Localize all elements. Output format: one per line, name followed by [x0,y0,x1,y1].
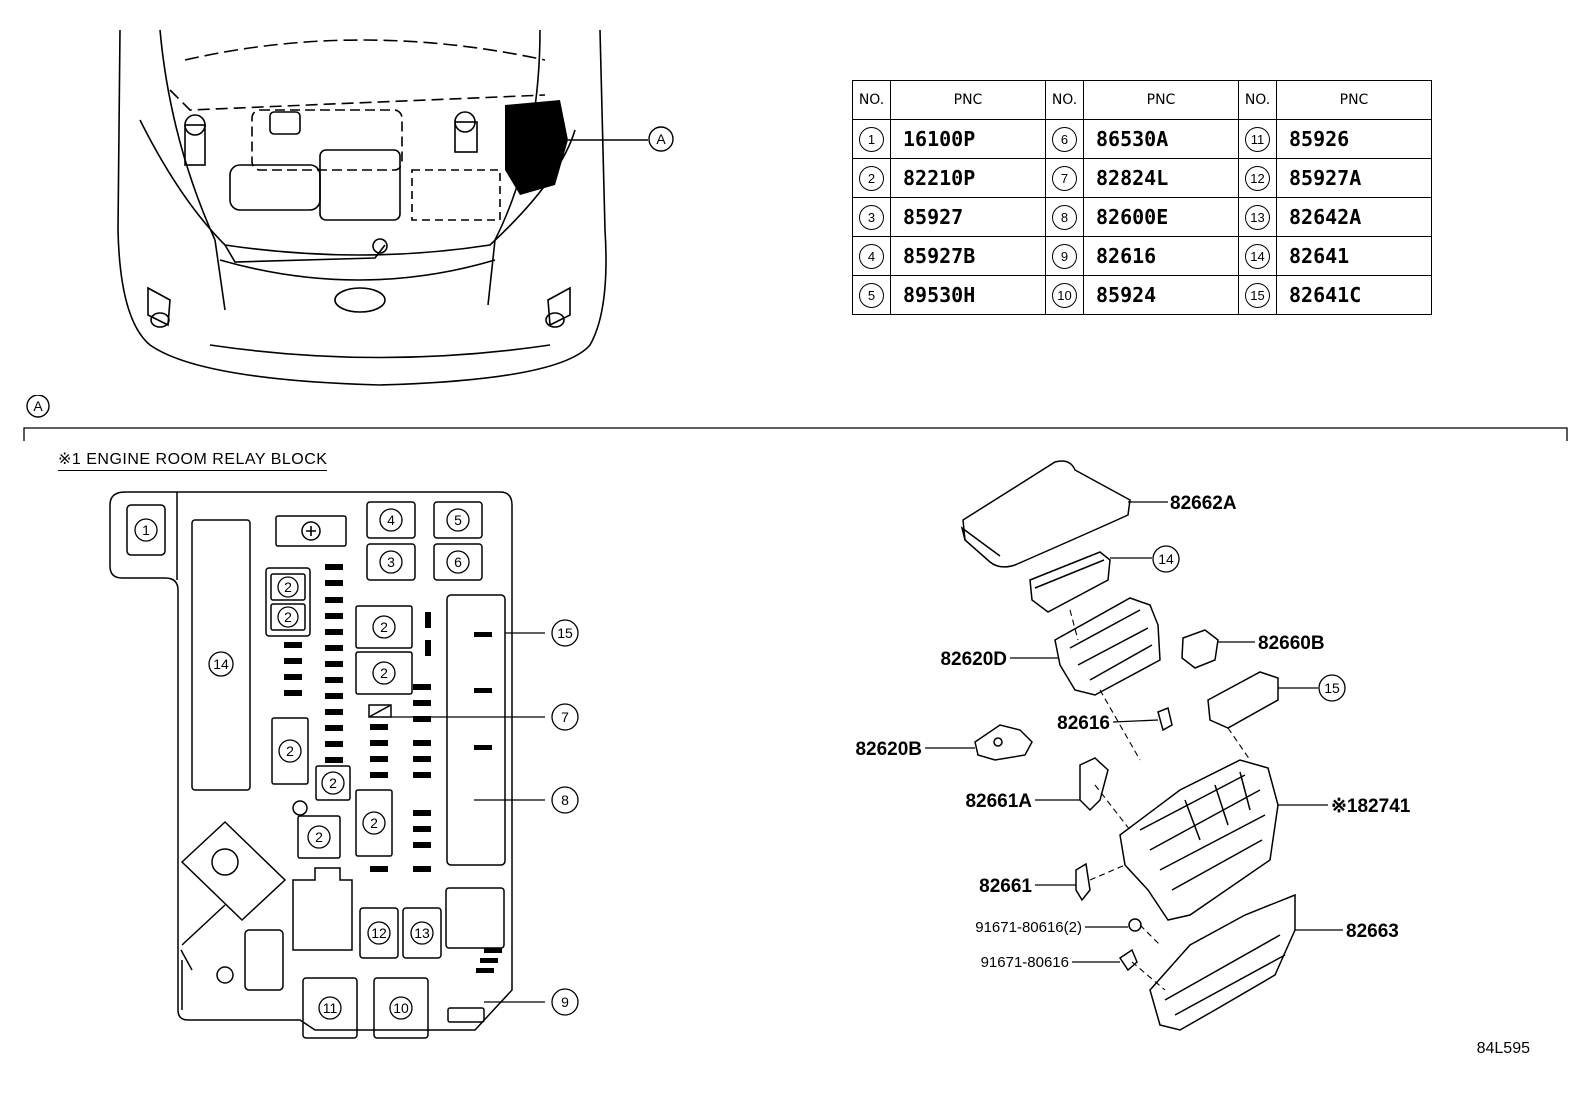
part-number: 86530A [1083,119,1239,159]
row-number: 7 [1052,165,1077,191]
callout-2: 2 [370,815,378,831]
header-no: NO. [1238,80,1277,120]
callout-14-exploded: 14 [1158,551,1174,567]
table-row: 3 85927 8 82600E 13 82642A [852,197,1432,237]
exploded-view: 14 15 82662A 82620D 82660B 82616 82620B … [855,460,1411,1031]
row-number: 5 [859,282,884,308]
vehicle-front-view: A [117,29,674,386]
callout-9: 9 [561,994,569,1010]
part-number: 85927B [890,236,1046,276]
header-pnc: PNC [1276,80,1432,120]
callout-2: 2 [329,775,337,791]
row-number: 2 [859,165,884,191]
header-pnc: PNC [890,80,1046,120]
frame-part [1054,597,1161,696]
table-row: 4 85927B 9 82616 14 82641 [852,236,1432,276]
row-number: 14 [1245,243,1270,269]
callout-13: 13 [414,925,430,941]
callout-11: 11 [323,1000,338,1016]
label-bracket-a: 82661A [965,791,1032,812]
callout-2: 2 [380,665,388,681]
table-row: 2 82210P 7 82824L 12 85927A [852,158,1432,198]
callout-14: 14 [213,656,229,672]
label-clip: 82616 [1057,713,1110,734]
relay-block-part [1119,759,1279,921]
lower-cover-part [1149,893,1296,1031]
cover-part [962,460,1131,568]
table-row: 5 89530H 10 85924 15 82641C [852,275,1432,315]
row-number: 3 [859,204,884,230]
header-pnc: PNC [1083,80,1239,120]
relay-block-location [505,100,568,195]
row-number: 1 [859,126,884,152]
part-number: 85927 [890,197,1046,237]
callout-2: 2 [284,609,292,625]
row-number: 13 [1245,204,1270,230]
callout-2: 2 [315,829,323,845]
row-number: 10 [1052,282,1077,308]
part-number: 85924 [1083,275,1239,315]
clip-part [1157,706,1173,732]
view-marker-a: A [656,131,666,147]
header-no: NO. [852,80,891,120]
block-title: ※1 ENGINE ROOM RELAY BLOCK [58,449,328,471]
callout-8: 8 [561,792,569,808]
callout-12: 12 [371,925,387,941]
row-number: 15 [1245,282,1270,308]
table-header-row: NO. PNC NO. PNC NO. PNC [852,80,1432,120]
part-number: 82824L [1083,158,1239,198]
callout-1: 1 [142,522,150,538]
part-number: 82642A [1276,197,1432,237]
label-bolt-2: 91671-80616(2) [975,919,1082,936]
callout-7: 7 [561,709,569,725]
part-number: 82641 [1276,236,1432,276]
fuse-module-15 [1207,671,1279,729]
section-marker-a: A [33,398,43,414]
part-number: 89530H [890,275,1046,315]
label-frame: 82620D [940,649,1007,670]
table-row: 1 16100P 6 86530A 11 85926 [852,119,1432,159]
callout-4: 4 [387,512,395,528]
connector-part [974,724,1033,761]
part-number: 85926 [1276,119,1432,159]
callout-15: 15 [557,625,573,641]
row-number: 8 [1052,204,1077,230]
label-bracket: 82661 [979,876,1032,897]
header-no: NO. [1045,80,1084,120]
bracket-part [1075,862,1091,902]
parts-table: NO. PNC NO. PNC NO. PNC 1 16100P 6 86530… [852,80,1432,315]
row-number: 12 [1245,165,1270,191]
callout-2: 2 [284,579,292,595]
relay-block-top-view: 1 14 4 5 3 6 2 2 2 2 2 2 2 2 12 13 11 10… [109,491,579,1039]
callout-6: 6 [454,554,462,570]
drawing-code: 84L595 [1476,1040,1530,1057]
callout-15-exploded: 15 [1324,680,1340,696]
callout-3: 3 [387,554,395,570]
part-number: 82600E [1083,197,1239,237]
callout-10: 10 [393,1000,409,1016]
label-block: ※182741 [1331,796,1411,817]
callout-5: 5 [454,512,462,528]
part-number: 85927A [1276,158,1432,198]
callout-2: 2 [380,619,388,635]
part-number: 82616 [1083,236,1239,276]
part-number: 16100P [890,119,1046,159]
label-cover: 82662A [1170,493,1237,514]
row-number: 11 [1245,126,1270,152]
label-lower-cover: 82663 [1346,921,1399,942]
part-number: 82210P [890,158,1046,198]
section-divider: A [23,395,1568,441]
part-number: 82641C [1276,275,1432,315]
row-number: 6 [1052,126,1077,152]
callout-2: 2 [286,743,294,759]
label-connector: 82620B [855,739,922,760]
row-number: 9 [1052,243,1077,269]
fuse-module-14 [1029,551,1111,613]
label-bolt: 91671-80616 [981,954,1069,971]
bracket-a-part [1079,757,1109,812]
label-relay: 82660B [1258,633,1325,654]
relay-part [1181,629,1219,669]
row-number: 4 [859,243,884,269]
